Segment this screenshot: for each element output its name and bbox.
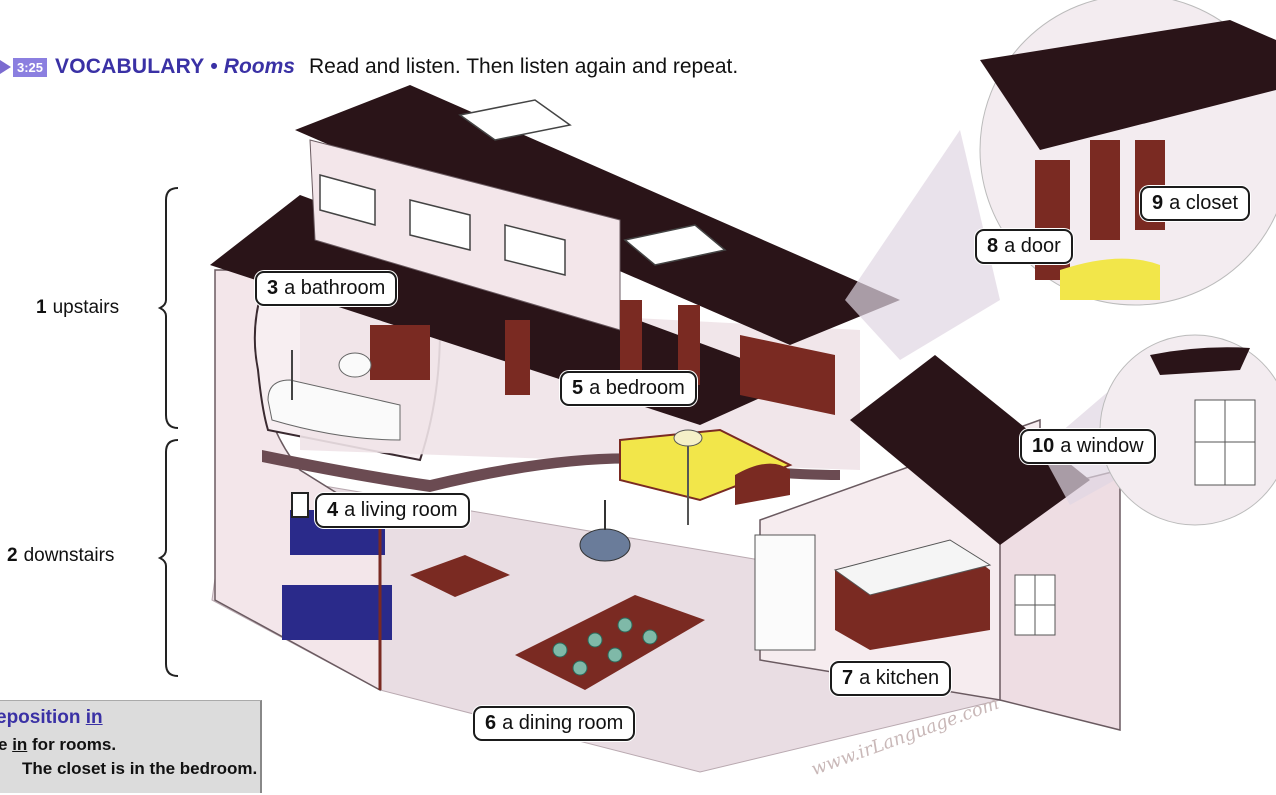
upstairs-number: 1 bbox=[36, 297, 47, 318]
label-number: 4 bbox=[327, 499, 338, 521]
downstairs-label: 2 downstairs bbox=[7, 545, 114, 567]
downstairs-bracket bbox=[160, 440, 178, 676]
label-kitchen: 7 a kitchen bbox=[830, 661, 951, 696]
label-number: 8 bbox=[987, 235, 998, 257]
bedroom-door bbox=[505, 320, 530, 395]
note-rule: e in for rooms. bbox=[0, 735, 116, 755]
label-number: 3 bbox=[267, 277, 278, 299]
upstairs-text: upstairs bbox=[53, 297, 120, 318]
upstairs-bracket bbox=[160, 188, 178, 428]
note-example: The closet is in the bedroom. bbox=[22, 759, 257, 779]
label-bedroom: 5 a bedroom bbox=[560, 371, 697, 406]
label-number: 9 bbox=[1152, 192, 1163, 214]
label-bathroom: 3 a bathroom bbox=[255, 271, 397, 306]
sofa-2 bbox=[282, 585, 392, 640]
kitchen-window bbox=[1015, 575, 1055, 635]
label-text: a bathroom bbox=[284, 277, 385, 299]
wall-frame bbox=[292, 493, 308, 517]
label-text: a window bbox=[1060, 435, 1143, 457]
label-door: 8 a door bbox=[975, 229, 1073, 264]
label-closet: 9 a closet bbox=[1140, 186, 1250, 221]
closet-door-1 bbox=[620, 300, 642, 380]
downstairs-text: downstairs bbox=[24, 545, 115, 566]
fridge bbox=[755, 535, 815, 650]
label-text: a kitchen bbox=[859, 667, 939, 689]
label-text: a dining room bbox=[502, 712, 623, 734]
pendant-lamp bbox=[580, 529, 630, 561]
sink-cabinet bbox=[370, 325, 430, 380]
label-text: a living room bbox=[344, 499, 457, 521]
label-text: a closet bbox=[1169, 192, 1238, 214]
label-text: a bedroom bbox=[589, 377, 685, 399]
label-living-room: 4 a living room bbox=[315, 493, 470, 528]
label-text: a door bbox=[1004, 235, 1061, 257]
label-number: 10 bbox=[1032, 435, 1054, 457]
label-number: 7 bbox=[842, 667, 853, 689]
label-number: 6 bbox=[485, 712, 496, 734]
label-window: 10 a window bbox=[1020, 429, 1156, 464]
grammar-note-box: eposition in e in for rooms. The closet … bbox=[0, 700, 262, 793]
upstairs-label: 1 upstairs bbox=[36, 297, 119, 319]
label-number: 5 bbox=[572, 377, 583, 399]
note-title: eposition in bbox=[0, 707, 103, 729]
downstairs-number: 2 bbox=[7, 545, 18, 566]
label-dining-room: 6 a dining room bbox=[473, 706, 635, 741]
toilet bbox=[339, 353, 371, 377]
